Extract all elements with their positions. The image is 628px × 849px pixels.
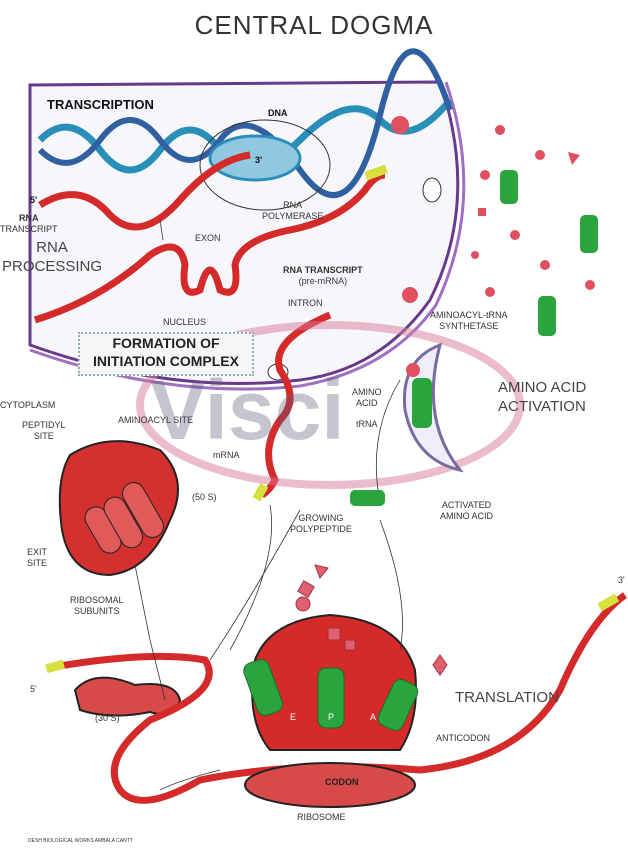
transcript-line: TRANSCRIPT	[0, 224, 58, 234]
nuclear-pore	[422, 177, 442, 203]
polypeptide-line: POLYPEPTIDE	[290, 524, 352, 534]
label-3-prime-top: 3'	[255, 155, 263, 165]
acid-line: ACID	[356, 398, 378, 408]
nuclear-envelope-outer	[29, 81, 466, 391]
rna-line: RNA	[36, 239, 68, 256]
peptidyl-line: PEPTIDYL	[22, 420, 66, 430]
poly-a-tail	[364, 164, 389, 181]
rna-transcript	[38, 151, 251, 231]
page-title: CENTRAL DOGMA	[194, 10, 434, 40]
label-pre-mrna: RNA TRANSCRIPT(pre-mRNA)	[283, 265, 363, 287]
label-ribosome: RIBOSOME	[297, 812, 346, 822]
footer-credit: DESH BIOLOGICAL WORKS AMBALA CANTT	[28, 838, 133, 844]
growing-polypeptide-chain	[295, 564, 448, 676]
growing-line: GROWING	[298, 513, 344, 523]
site-line: SITE	[27, 558, 48, 568]
synthetase-line: SYNTHETASE	[439, 321, 499, 331]
cap	[252, 483, 269, 502]
trna-molecules	[243, 658, 419, 732]
poly-a-bottom	[597, 593, 620, 612]
trna-in-synthetase	[412, 378, 432, 428]
label-anticodon: ANTICODON	[436, 733, 490, 743]
rna-transcript-line: RNA TRANSCRIPT	[283, 265, 363, 275]
processing-line: PROCESSING	[2, 258, 103, 275]
rna-polymerase	[199, 119, 331, 211]
label-3-prime-bottom: 3'	[618, 575, 625, 585]
label-50s: (50 S)	[192, 492, 217, 502]
rna-line: RNA	[283, 200, 303, 210]
watermark-logo: Visci	[150, 363, 345, 457]
amino-line: AMINO	[352, 387, 382, 397]
activated-amino-acid-trna	[350, 490, 385, 506]
small-subunit-30s	[73, 676, 182, 717]
label-site-a: A	[370, 712, 377, 722]
label-rna-processing: RNA PROCESSING	[2, 238, 102, 276]
activated-line: ACTIVATED	[441, 500, 492, 510]
label-exon: EXON	[195, 233, 221, 243]
label-5-prime-top: 5'	[30, 195, 38, 205]
label-site-p: P	[328, 712, 335, 722]
site-line: SITE	[33, 431, 54, 441]
label-mrna: mRNA	[213, 450, 240, 460]
label-dna: DNA	[268, 108, 288, 118]
ribosome-small	[244, 762, 416, 808]
label-cytoplasm: CYTOPLASM	[0, 400, 56, 410]
rna-line: RNA	[19, 213, 39, 223]
dna-strand	[37, 48, 453, 199]
subunits-line: SUBUNITS	[74, 606, 120, 616]
transcription-bubble	[208, 134, 302, 182]
watermark-ring	[136, 321, 524, 489]
pre-mrna-line: (pre-mRNA)	[298, 276, 348, 286]
label-amino-acid-activation: AMINO ACID ACTIVATION	[498, 378, 586, 416]
activation-line: ACTIVATION	[498, 398, 586, 415]
label-trna: tRNA	[356, 419, 378, 429]
formation-line: FORMATION OF	[112, 335, 220, 351]
free-trna	[500, 170, 598, 336]
aminoacyl-trna-line: AMINOACYL-tRNA	[430, 310, 508, 320]
pre-mrna	[33, 171, 386, 324]
amino-acid-line: AMINO ACID	[440, 511, 494, 521]
ribosome-sites	[84, 482, 164, 554]
cap-bottom	[45, 659, 65, 674]
label-aminoacyl-site: AMINOACYL SITE	[118, 415, 194, 425]
label-nucleus: NUCLEUS	[163, 317, 207, 327]
label-30s: (30 S)	[95, 713, 120, 723]
process-arrows	[134, 219, 403, 791]
mrna-translation	[47, 592, 628, 804]
exit-line: EXIT	[27, 547, 48, 557]
initiation-line: INITIATION COMPLEX	[93, 353, 239, 369]
amino-acid	[406, 363, 420, 377]
label-codon: CODON	[325, 777, 359, 787]
label-site-e: E	[290, 712, 297, 722]
label-translation: TRANSLATION	[455, 689, 559, 706]
amino-acid-line: AMINO ACID	[498, 379, 587, 396]
free-amino-acids	[391, 116, 595, 303]
label-transcription: TRANSCRIPTION	[47, 97, 154, 112]
ribosomal-line: RIBOSOMAL	[70, 595, 124, 605]
label-initiation-complex: FORMATION OF INITIATION COMPLEX	[78, 332, 254, 376]
label-intron: INTRON	[288, 298, 323, 308]
label-5-prime-bottom: 5'	[30, 684, 37, 694]
polymerase-line: POLYMERASE	[262, 211, 324, 221]
